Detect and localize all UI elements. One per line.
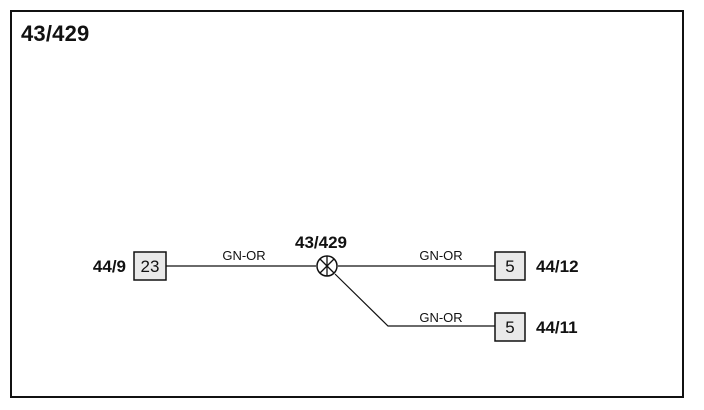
connector-left-box xyxy=(133,251,167,281)
diagram-title: 43/429 xyxy=(21,21,90,46)
diagram-frame: 43/429 xyxy=(10,10,684,398)
connector-left-ref: 44/9 xyxy=(93,257,126,276)
splice-label: 43/429 xyxy=(295,233,347,252)
wire-right-bottom-color-label: GN-OR xyxy=(419,310,462,325)
wire-right-top-color-label: GN-OR xyxy=(419,248,462,263)
connector-right-bottom-pin: 5 xyxy=(505,318,514,337)
wire-left-color-label: GN-OR xyxy=(222,248,265,263)
splice-point-icon xyxy=(316,255,338,277)
connector-right-bottom-ref: 44/11 xyxy=(536,318,578,337)
connector-right-top-box xyxy=(494,251,526,281)
connector-left-pin: 23 xyxy=(141,257,160,276)
connector-right-top-ref: 44/12 xyxy=(536,257,579,276)
connector-right-bottom-box xyxy=(494,312,526,342)
connector-right-top-pin: 5 xyxy=(505,257,514,276)
wire-right-bottom xyxy=(334,273,495,327)
